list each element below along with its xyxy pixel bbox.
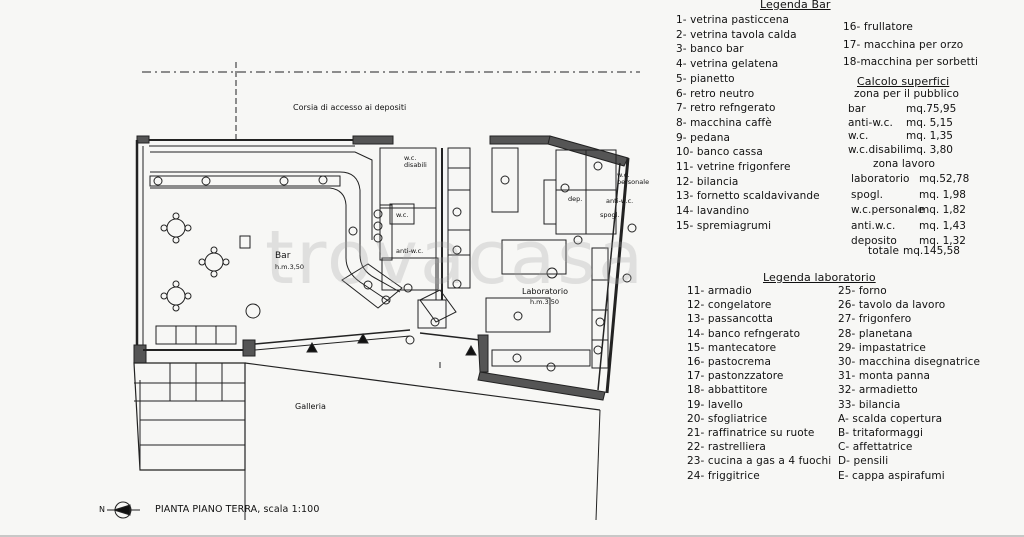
legend-lab-item: C- affettatrice xyxy=(838,441,913,454)
lab-height-label: h.m.3,50 xyxy=(530,298,560,306)
legend-bar-item: 15- spremiagrumi xyxy=(676,219,772,232)
legend-lab-item: 20- sfogliatrice xyxy=(687,412,768,425)
legend-lab-item: 29- impastatrice xyxy=(838,341,926,354)
superfici-lavoro-row-value: mq. 1,98 xyxy=(919,188,966,201)
superfici-lavoro-row-label: w.c.personale xyxy=(851,204,925,216)
spogl-label: spogl. xyxy=(600,211,620,219)
legend-lab-item: 16- pastocrema xyxy=(687,356,771,368)
legend-bar-item: 6- retro neutro xyxy=(676,87,755,100)
superfici-public-row-value: mq. 1,35 xyxy=(906,130,953,142)
legend-lab-item: 18- abbattitore xyxy=(687,384,768,397)
legend-lab-item: 11- armadio xyxy=(687,285,752,297)
legend-lab-item: 32- armadietto xyxy=(838,384,918,397)
legend-lab-item: 27- frigonfero xyxy=(838,313,912,326)
legend-bar-item: 13- fornetto scaldavivande xyxy=(676,190,820,203)
legend-bar-item: 2- vetrina tavola calda xyxy=(676,28,797,41)
legend-bar-item: 16- frullatore xyxy=(843,21,913,33)
legend-lab-item: 24- friggitrice xyxy=(687,469,760,482)
superfici-public-row-label: w.c. xyxy=(848,130,869,142)
legend-lab-item: B- tritaformaggi xyxy=(838,427,923,439)
legend-lab-item: 19- lavello xyxy=(687,398,743,411)
superfici-public-row-label: bar xyxy=(848,103,866,115)
wc-label: w.c. xyxy=(396,211,409,219)
legend-bar-item: 18-macchina per sorbetti xyxy=(843,56,979,68)
superfici-sub-public: zona per il pubblico xyxy=(854,88,959,100)
legend-lab-title: Legenda laboratorio xyxy=(763,271,876,284)
legend-lab-item: A- scalda copertura xyxy=(838,412,943,425)
superfici-sub-lavoro: zona lavoro xyxy=(873,158,935,170)
wc-personale-label: w.c. personale xyxy=(617,171,650,186)
superfici-lavoro-row-value: mq. 1,32 xyxy=(919,235,966,247)
legend-bar-item: 8- macchina caffè xyxy=(676,116,772,129)
legend-bar-item: 11- vetrine frigonfere xyxy=(676,161,791,173)
legend-lab-item: D- pensili xyxy=(838,455,889,468)
superfici-lavoro-row-label: deposito xyxy=(851,235,897,247)
legend-lab-item: 30- macchina disegnatrice xyxy=(838,356,981,368)
galleria-label: Galleria xyxy=(295,402,326,411)
superfici-lavoro-row-label: spogl. xyxy=(851,188,884,201)
anti-wc-label: anti-w.c. xyxy=(396,247,424,255)
bar-room-label: Bar xyxy=(275,251,291,261)
legend-lab-item: 26- tavolo da lavoro xyxy=(838,299,946,312)
superfici-lavoro-row-value: mq.52,78 xyxy=(919,173,970,185)
legend-lab-item: 12- congelatore xyxy=(687,299,772,312)
legend-lab-item: 13- passancotta xyxy=(687,313,773,326)
legend-bar-item: 9- pedana xyxy=(676,131,731,144)
legend-bar-item: 17- macchina per orzo xyxy=(843,38,964,51)
legend-bar-item: 1- vetrina pasticcena xyxy=(676,14,790,26)
anti-wc2-label: anti-w.c. xyxy=(606,197,634,205)
watermark: trovacasa xyxy=(265,215,646,301)
wc-disabili-label: w.c. disabili xyxy=(404,154,427,169)
legend-lab-item: 23- cucina a gas a 4 fuochi xyxy=(687,455,832,468)
legend-bar-item: 4- vetrina gelatena xyxy=(676,58,779,71)
legend-lab-item: 17- pastonzzatore xyxy=(687,370,784,383)
superfici-lavoro-row-value: mq. 1,43 xyxy=(919,219,966,232)
legend-lab-item: 14- banco refngerato xyxy=(687,327,801,340)
superfici-public-row-label: anti-w.c. xyxy=(848,116,893,129)
legend-bar-item: 7- retro refngerato xyxy=(676,102,776,115)
legend-bar-item: 12- bilancia xyxy=(676,175,739,188)
lab-room-label: Laboratorio xyxy=(522,287,568,296)
north-label: N xyxy=(99,505,106,514)
superfici-lavoro-row-value: mq. 1,82 xyxy=(919,204,966,216)
legend-bar-item: 3- banco bar xyxy=(676,43,744,56)
legend-lab-item: 15- mantecatore xyxy=(687,341,777,354)
superfici-title: Calcolo superfici xyxy=(857,75,950,88)
superfici-public-row-value: mq. 3,80 xyxy=(906,143,953,156)
legend-bar-item: 10- banco cassa xyxy=(676,146,763,159)
legend-bar-item: 14- lavandino xyxy=(676,205,750,218)
bar-height-label: h.m.3,50 xyxy=(275,263,305,271)
corsia-label: Corsia di accesso ai depositi xyxy=(293,103,407,112)
superfici-public-row-value: mq. 5,15 xyxy=(906,116,953,129)
superfici-total-value: mq.145,58 xyxy=(903,245,960,257)
legend-lab-item: 21- raffinatrice su ruote xyxy=(687,427,815,439)
superfici-lavoro-row-label: anti.w.c. xyxy=(851,219,896,232)
superfici-public-row-value: mq.75,95 xyxy=(906,103,957,115)
superfici-lavoro-row-label: laboratorio xyxy=(851,173,910,185)
legend-lab-item: 25- forno xyxy=(838,285,887,297)
legend-lab-item: 31- monta panna xyxy=(838,370,931,383)
legend-lab-item: 22- rastrelliera xyxy=(687,441,766,454)
legend-lab-item: 33- bilancia xyxy=(838,398,901,411)
dep-label: dep. xyxy=(568,195,583,203)
superfici-public-row-label: w.c.disabili xyxy=(848,143,907,156)
legend-lab-item: 28- planetana xyxy=(838,327,913,340)
superfici-total-label: totale xyxy=(868,245,900,257)
legend-bar-title: Legenda Bar xyxy=(760,0,831,11)
plan-caption: PIANTA PIANO TERRA, scala 1:100 xyxy=(155,504,320,515)
legend-bar-item: 5- pianetto xyxy=(676,72,735,85)
legend-lab-item: E- cappa aspirafumi xyxy=(838,469,945,482)
